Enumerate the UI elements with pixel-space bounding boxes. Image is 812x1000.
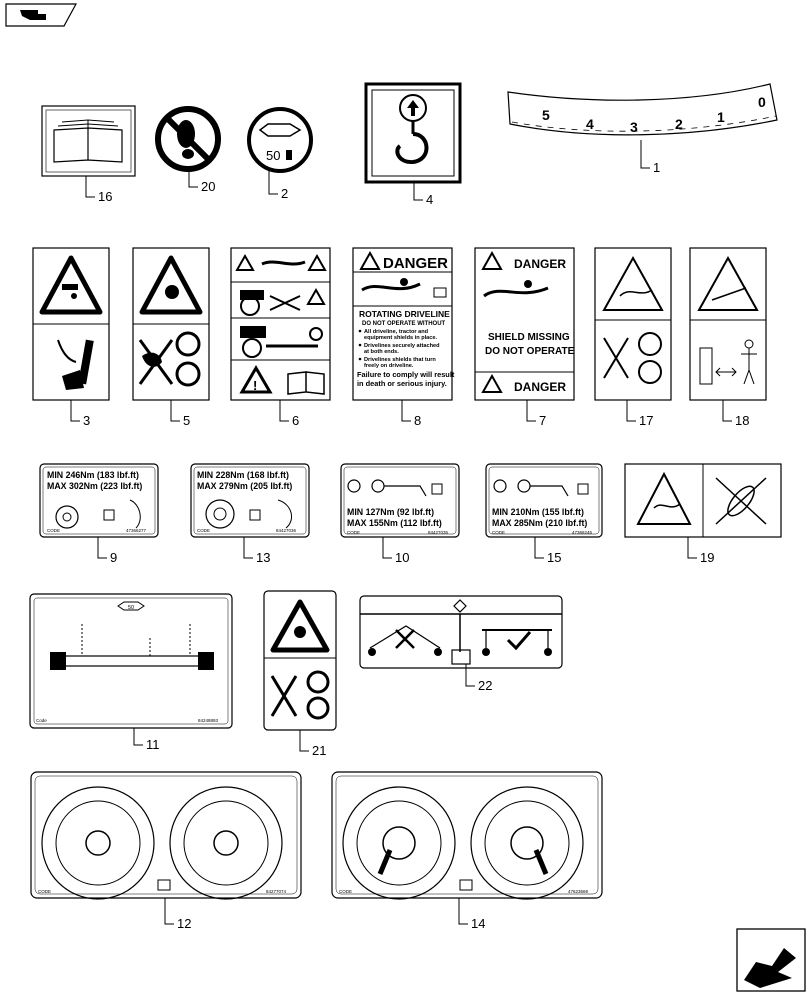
decal-12-disc-rotation: CODE 84277074 — [30, 771, 302, 900]
decal-10-code: CODE — [347, 530, 360, 535]
decal-22-hitch-position — [359, 595, 563, 669]
decal-15-part: 47366245 — [572, 530, 593, 535]
callout-16: 16 — [98, 189, 112, 204]
decal-9-min: MIN 246Nm (183 lbf.ft) — [47, 470, 139, 480]
decal-3-crush-hazard — [32, 247, 110, 401]
callout-18: 18 — [735, 413, 749, 428]
callout-14: 14 — [471, 916, 485, 931]
decal-4-lifting-point — [364, 82, 462, 184]
decal-17-entanglement — [594, 247, 672, 401]
decal-10-min: MIN 127Nm (92 lbf.ft) — [347, 507, 434, 517]
decal-8-footer1: Failure to comply will result — [357, 370, 455, 379]
decal-5-entanglement — [132, 247, 210, 401]
nav-forward-icon[interactable] — [736, 928, 806, 992]
decal-10-max: MAX 155Nm (112 lbf.ft) — [347, 518, 442, 528]
decal-9-part: 47366277 — [126, 528, 147, 533]
decal-8-bullet2b: at both ends. — [364, 349, 399, 355]
decal-7-shield-missing: DANGER SHIELD MISSING DO NOT OPERATE DAN… — [474, 247, 575, 401]
decal-2-grease-interval: 50 — [247, 107, 313, 173]
decal-12-part: 84277074 — [266, 889, 287, 894]
callout-10: 10 — [395, 550, 409, 565]
decal-15-min: MIN 210Nm (155 lbf.ft) — [492, 507, 584, 517]
callout-20: 20 — [201, 179, 215, 194]
callout-2: 2 — [281, 186, 288, 201]
decal-16-manual — [41, 105, 136, 177]
decal-1-scale: 5 4 3 2 1 0 — [507, 83, 778, 136]
decal-2-hours: 50 — [266, 148, 280, 163]
decal-11-code: Code — [36, 718, 47, 723]
callout-17: 17 — [639, 413, 653, 428]
callout-21: 21 — [312, 743, 326, 758]
callout-11: 11 — [146, 737, 160, 752]
decal-14-part: 47623669 — [568, 889, 589, 894]
callout-22: 22 — [478, 678, 492, 693]
callout-leaders — [70, 140, 732, 925]
decal-7-title: DANGER — [514, 257, 566, 271]
decal-9-max: MAX 302Nm (223 lbf.ft) — [47, 481, 142, 491]
decal-14-code: CODE — [339, 889, 352, 894]
decal-10-torque: MIN 127Nm (92 lbf.ft) MAX 155Nm (112 lbf… — [340, 463, 460, 538]
callout-12: 12 — [177, 916, 191, 931]
decal-9-code: CODE — [47, 528, 60, 533]
callout-8: 8 — [414, 413, 421, 428]
decal-13-part: 84427036 — [276, 528, 297, 533]
svg-text:!: ! — [253, 378, 257, 393]
decal-8-bullet1b: equipment shields in place. — [364, 335, 437, 341]
decal-8-danger-driveline: DANGER ROTATING DRIVELINE DO NOT OPERATE… — [352, 247, 455, 401]
decal-10-part: 84427035 — [428, 530, 449, 535]
scale-mark-4: 4 — [586, 116, 594, 132]
decal-7-msg1: SHIELD MISSING — [488, 332, 570, 343]
decal-15-max: MAX 285Nm (210 lbf.ft) — [492, 518, 587, 528]
decal-13-code: CODE — [197, 528, 210, 533]
scale-mark-5: 5 — [542, 107, 550, 123]
decal-12-code: CODE — [38, 889, 51, 894]
decal-8-line2: DO NOT OPERATE WITHOUT — [362, 321, 446, 327]
decal-8-line1: ROTATING DRIVELINE — [359, 309, 450, 319]
decal-19-warning-pair — [624, 463, 782, 538]
decal-11-part: 84248893 — [198, 718, 219, 723]
scale-mark-2: 2 — [675, 116, 683, 132]
decal-20-no-step — [155, 106, 221, 172]
callout-6: 6 — [292, 413, 299, 428]
callout-15: 15 — [547, 550, 561, 565]
decal-8-bullet3a: Drivelines shields that turn — [364, 357, 436, 363]
decal-8-bullet1a: All driveline, tractor and — [364, 329, 429, 335]
callout-9: 9 — [110, 550, 117, 565]
callout-13: 13 — [256, 550, 270, 565]
decal-13-min: MIN 228Nm (168 lbf.ft) — [197, 470, 289, 480]
callout-3: 3 — [83, 413, 90, 428]
callout-4: 4 — [426, 192, 433, 207]
decal-11-driveline-lube: 50 Code 84248893 — [29, 593, 233, 729]
nav-back-icon[interactable] — [5, 3, 78, 27]
callout-19: 19 — [700, 550, 714, 565]
callout-5: 5 — [183, 413, 190, 428]
decal-15-torque: MIN 210Nm (155 lbf.ft) MAX 285Nm (210 lb… — [485, 463, 603, 538]
decal-8-title: DANGER — [383, 255, 448, 272]
decal-18-keep-distance — [689, 247, 767, 401]
decal-8-bullet2a: Drivelines securely attached — [364, 343, 440, 349]
decal-8-bullet3b: freely on driveline. — [364, 363, 414, 369]
callout-7: 7 — [539, 413, 546, 428]
decal-13-max: MAX 279Nm (205 lbf.ft) — [197, 481, 292, 491]
decal-11-interval: 50 — [128, 605, 134, 611]
scale-mark-3: 3 — [630, 119, 638, 135]
decal-6-multi-warning: ! — [230, 247, 331, 401]
decal-8-footer2: in death or serious injury. — [357, 379, 447, 388]
callout-1: 1 — [653, 160, 660, 175]
decal-14-disc-rotation: CODE 47623669 — [331, 771, 603, 900]
decal-13-torque: MIN 228Nm (168 lbf.ft) MAX 279Nm (205 lb… — [190, 463, 310, 538]
scale-mark-1: 1 — [717, 109, 725, 125]
decal-15-code: CODE — [492, 530, 505, 535]
decal-7-msg2: DO NOT OPERATE — [485, 346, 575, 357]
scale-mark-0: 0 — [758, 94, 766, 110]
decal-21-entanglement — [263, 590, 337, 731]
decal-9-torque: MIN 246Nm (183 lbf.ft) MAX 302Nm (223 lb… — [39, 463, 159, 538]
decal-7-bottom: DANGER — [514, 380, 566, 394]
